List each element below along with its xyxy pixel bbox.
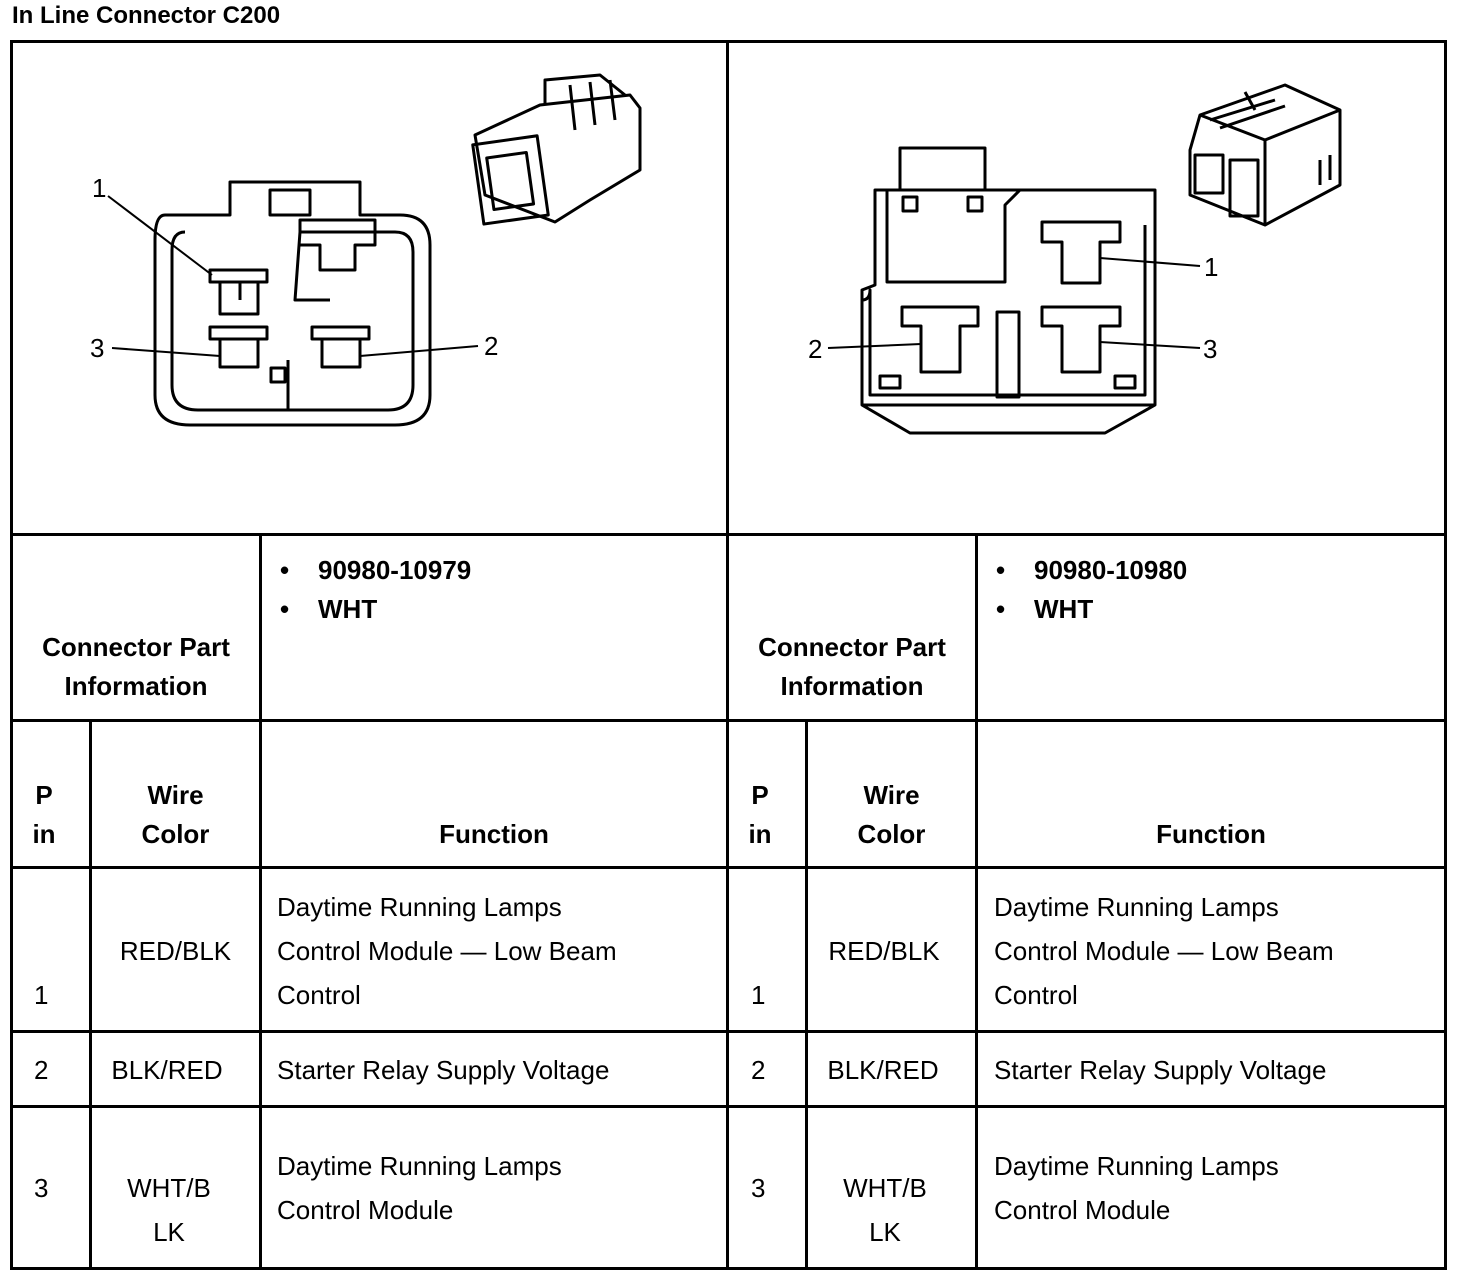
part-info-label-line1: Connector Part xyxy=(42,632,230,662)
table-row-1-wire: RED/BLK xyxy=(828,936,940,966)
part-number: 90980-10979 xyxy=(280,551,720,590)
connector-color: WHT xyxy=(280,590,720,629)
header-wire-color: Wire Color xyxy=(141,780,210,849)
part-info-values: 90980-10980 WHT xyxy=(996,551,1436,629)
table-border-middle xyxy=(726,40,729,1270)
table-row-3-pin: 3 xyxy=(751,1173,766,1203)
connector-color: WHT xyxy=(996,590,1436,629)
col-divider-left-pin xyxy=(89,719,92,1270)
table-row-3-wire: WHT/B LK xyxy=(843,1173,927,1247)
table-row-1-pin: 1 xyxy=(751,980,766,1010)
header-wire-color: Wire Color xyxy=(857,780,926,849)
header-function: Function xyxy=(1156,819,1266,849)
part-number: 90980-10980 xyxy=(996,551,1436,590)
part-info-values: 90980-10979 WHT xyxy=(280,551,720,629)
pin-label-3: 3 xyxy=(1203,334,1217,364)
table-row-3-wire: WHT/B LK xyxy=(127,1173,211,1247)
pin-label-1: 1 xyxy=(1204,252,1218,282)
header-function: Function xyxy=(439,819,549,849)
col-divider-left-info xyxy=(259,533,262,1270)
table-row-3-function: Daytime Running Lamps Control Module xyxy=(277,1151,562,1225)
table-row-1-wire: RED/BLK xyxy=(119,936,232,966)
table-border-left xyxy=(10,40,13,1270)
header-pin: P in xyxy=(32,780,56,849)
col-divider-right-pin xyxy=(805,719,808,1270)
table-row-2-pin: 2 xyxy=(34,1055,49,1085)
pin-label-3: 3 xyxy=(90,333,104,363)
table-row-2-function: Starter Relay Supply Voltage xyxy=(994,1055,1327,1085)
pin-label-2: 2 xyxy=(484,331,498,361)
table-row-2-pin: 2 xyxy=(751,1055,766,1085)
pin-label-2: 2 xyxy=(808,334,822,364)
connector-face-diagram-right: 1 2 3 xyxy=(808,83,1342,435)
table-row-2-function: Starter Relay Supply Voltage xyxy=(277,1055,610,1085)
page-title: In Line Connector C200 xyxy=(12,2,281,29)
part-info-label-line1: Connector Part xyxy=(758,632,946,662)
part-info-label-line2: Information xyxy=(64,671,208,701)
part-info-label-line2: Information xyxy=(780,671,924,701)
connector-part-info-label: Connector Part Information xyxy=(729,628,975,706)
connector-face-diagram-left: 1 3 2 xyxy=(90,73,642,427)
table-row-1-pin: 1 xyxy=(34,980,49,1010)
connector-part-info-label: Connector Part Information xyxy=(13,628,259,706)
table-row-1-function: Daytime Running Lamps Control Module — L… xyxy=(994,892,1334,1010)
table-row-2-wire: BLK/RED xyxy=(827,1055,939,1085)
col-divider-right-info xyxy=(975,533,978,1270)
table-row-2-wire: BLK/RED xyxy=(111,1055,223,1085)
table-border-right xyxy=(1444,40,1447,1270)
table-row-3-function: Daytime Running Lamps Control Module xyxy=(994,1151,1279,1225)
right-diagram-labels: 1 2 3 xyxy=(808,252,1218,364)
left-diagram-labels: 1 3 2 xyxy=(90,173,498,363)
header-pin: P in xyxy=(748,780,772,849)
table-row-3-pin: 3 xyxy=(34,1173,49,1203)
table-row-1-function: Daytime Running Lamps Control Module — L… xyxy=(277,892,617,1010)
pin-label-1: 1 xyxy=(92,173,106,203)
